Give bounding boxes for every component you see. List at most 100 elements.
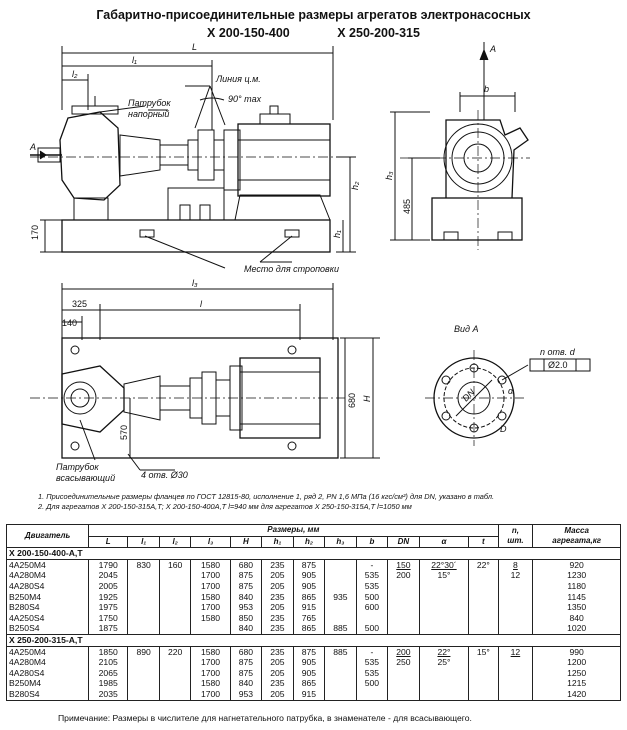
table-group-row: Х 200-150-400-А,Т: [6, 547, 621, 560]
value-cell: [387, 602, 420, 613]
value-cell: [418, 591, 470, 603]
value-cell: [418, 678, 470, 689]
value-cell: [497, 612, 534, 624]
value-cell: 2105: [88, 657, 129, 668]
value-cell: 1580: [190, 559, 231, 571]
value-cell: 830: [127, 559, 160, 571]
value-cell: [468, 667, 499, 679]
model-b: Х 250-200-315: [337, 26, 420, 40]
value-cell: [324, 612, 357, 624]
value-cell: 765: [292, 612, 326, 624]
value-cell: [158, 667, 192, 679]
value-cell: 25°: [418, 657, 470, 668]
value-cell: [468, 612, 499, 624]
value-cell: [127, 580, 160, 592]
value-cell: [387, 688, 420, 701]
dim-485: 485: [402, 199, 412, 214]
engine-cell: В250S4: [5, 623, 90, 635]
value-cell: [127, 623, 160, 635]
value-cell: 2065: [88, 667, 129, 679]
th-col: h₂: [292, 535, 326, 549]
th-dims: Размеры, мм: [88, 524, 499, 537]
value-cell: [190, 623, 231, 635]
engine-cell: В250М4: [5, 591, 90, 603]
value-cell: [497, 678, 534, 689]
value-cell: 1200: [532, 657, 621, 668]
value-cell: 1700: [190, 667, 231, 679]
value-cell: [418, 667, 470, 679]
value-cell: 875: [229, 667, 263, 679]
value-cell: [468, 602, 499, 613]
value-cell: 205: [261, 570, 294, 581]
table-group-row: Х 250-200-315-А,Т: [6, 633, 621, 647]
value-cell: [158, 623, 192, 635]
value-cell: 535: [355, 657, 389, 668]
value-cell: 160: [158, 559, 192, 571]
value-cell: [497, 667, 534, 679]
th-col: α: [418, 535, 470, 549]
engine-cell: 4А280S4: [5, 667, 90, 679]
engine-cell: В250М4: [5, 678, 90, 689]
value-cell: 875: [229, 657, 263, 668]
dim-l2: l₂: [72, 69, 78, 79]
value-cell: [497, 657, 534, 668]
engine-cell: 4А250М4: [5, 646, 90, 658]
dim-h1: h₁: [332, 230, 342, 238]
d-label: D: [500, 424, 507, 434]
value-cell: 953: [229, 602, 263, 613]
dn-label: DN: [460, 387, 477, 404]
side-view: [30, 46, 356, 269]
value-cell: [127, 688, 160, 701]
value-cell: 500: [355, 623, 389, 635]
inlet-label-1: Патрубок: [56, 462, 99, 472]
note-2: 2. Для агрегатов Х 200-150-315А,Т; Х 200…: [38, 502, 412, 511]
value-cell: 22°30´: [418, 559, 470, 571]
value-cell: 1420: [532, 688, 621, 701]
value-cell: [387, 580, 420, 592]
value-cell: 1985: [88, 678, 129, 689]
value-cell: 875: [292, 646, 326, 658]
value-cell: 1250: [532, 667, 621, 679]
value-cell: 875: [292, 559, 326, 571]
value-cell: [497, 591, 534, 603]
value-cell: 915: [292, 602, 326, 613]
value-cell: [497, 580, 534, 592]
value-cell: [127, 667, 160, 679]
value-cell: 1580: [190, 591, 231, 603]
th-n: n,шт.: [497, 523, 534, 549]
value-cell: [468, 623, 499, 635]
value-cell: [418, 602, 470, 613]
value-cell: [497, 688, 534, 701]
engine-cell: 4А280М4: [5, 570, 90, 581]
value-cell: [158, 591, 192, 603]
value-cell: 205: [261, 688, 294, 701]
end-view: [390, 42, 530, 250]
value-cell: [127, 678, 160, 689]
value-cell: 235: [261, 646, 294, 658]
value-cell: 1215: [532, 678, 621, 689]
value-cell: 2005: [88, 580, 129, 592]
dim-140: 140: [62, 318, 77, 328]
value-cell: [418, 580, 470, 592]
th-col: l₃: [190, 535, 231, 549]
value-cell: 875: [229, 580, 263, 592]
view-arrow-a: A: [489, 44, 496, 54]
value-cell: 535: [355, 667, 389, 679]
value-cell: 885: [324, 646, 357, 658]
view-a-title: Вид А: [454, 324, 479, 334]
value-cell: [324, 667, 357, 679]
value-cell: [127, 591, 160, 603]
technical-drawing: L l₁ l₂ Линия ц.м. 90° max Патрубок напо…: [29, 42, 591, 483]
value-cell: 905: [292, 667, 326, 679]
value-cell: 1230: [532, 570, 621, 581]
value-cell: 1750: [88, 612, 129, 624]
